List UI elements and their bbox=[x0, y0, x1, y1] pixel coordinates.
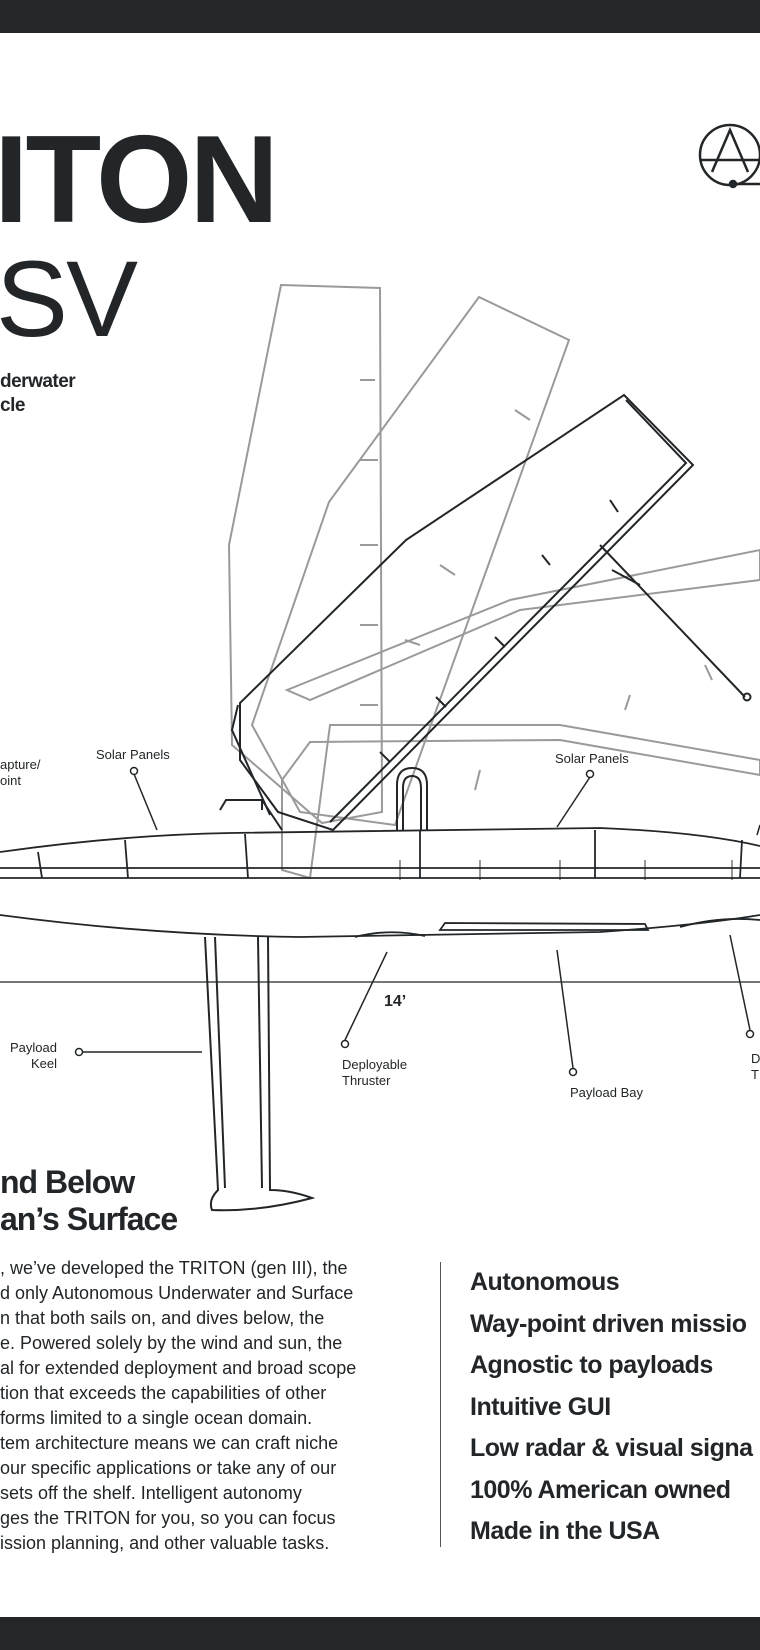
body-line: ges the TRITON for you, so you can focus bbox=[0, 1508, 336, 1528]
feature-item: Agnostic to payloads bbox=[470, 1351, 713, 1379]
body-line: tem architecture means we can craft nich… bbox=[0, 1433, 339, 1453]
hull-outline bbox=[0, 827, 760, 938]
body-line: d only Autonomous Underwater and Surface bbox=[0, 1283, 354, 1303]
feature-item: Autonomous bbox=[470, 1268, 620, 1296]
headline-line: nd Below bbox=[0, 1164, 135, 1200]
label-payload-keel: Payload Keel bbox=[0, 1040, 57, 1072]
label-line: oint bbox=[0, 773, 21, 788]
label-line: apture/ bbox=[0, 757, 41, 772]
feature-item: Intuitive GUI bbox=[470, 1392, 611, 1421]
label-solar-panels-right: Solar Panels bbox=[555, 751, 629, 766]
feature-item: 100% American owned bbox=[470, 1475, 731, 1504]
sail-ghost-outlines bbox=[227, 283, 760, 880]
page-title: ITON bbox=[0, 111, 279, 249]
label-capture-point: apture/ oint bbox=[0, 757, 40, 789]
label-payload-bay: Payload Bay bbox=[570, 1085, 643, 1100]
page-subtitle: SV bbox=[0, 238, 138, 359]
label-right-edge: D T bbox=[751, 1051, 760, 1083]
body-line: , we’ve developed the TRITON (gen III), … bbox=[0, 1258, 348, 1278]
headline-line: an’s Surface bbox=[0, 1201, 178, 1237]
feature-item: Way-point driven missio bbox=[470, 1309, 747, 1338]
bottom-band bbox=[0, 1617, 760, 1650]
label-line: D bbox=[751, 1051, 760, 1066]
body-line: forms limited to a single ocean domain. bbox=[0, 1408, 313, 1428]
label-line: Thruster bbox=[342, 1073, 391, 1088]
body-line: e. Powered solely by the wind and sun, t… bbox=[0, 1333, 343, 1353]
feature-list: Autonomous Way-point driven missio Agnos… bbox=[470, 1262, 753, 1553]
label-line: Deployable bbox=[342, 1057, 408, 1072]
compass-a-logo-icon bbox=[698, 123, 760, 189]
label-solar-panels-left: Solar Panels bbox=[96, 747, 170, 762]
feature-item: Made in the USA bbox=[470, 1517, 660, 1545]
tagline-line: derwater bbox=[0, 371, 76, 392]
section-headline: nd Below an’s Surface bbox=[0, 1164, 178, 1238]
label-line: Payload bbox=[10, 1040, 57, 1055]
feature-item: Low radar & visual signa bbox=[470, 1434, 753, 1462]
main-sail bbox=[230, 393, 752, 832]
body-line: ission planning, and other valuable task… bbox=[0, 1533, 330, 1553]
column-divider bbox=[440, 1262, 441, 1547]
label-deployable-thruster: Deployable Thruster bbox=[342, 1057, 407, 1089]
body-line: sets off the shelf. Intelligent autonomy bbox=[0, 1483, 302, 1503]
callout-leaders bbox=[74, 766, 760, 1077]
payload-keel bbox=[204, 936, 316, 1212]
label-line: T bbox=[751, 1067, 759, 1082]
tagline: derwater cle bbox=[0, 370, 76, 418]
tagline-line: cle bbox=[0, 395, 25, 416]
label-length: 14’ bbox=[384, 993, 407, 1010]
body-line: our specific applications or take any of… bbox=[0, 1458, 337, 1478]
body-paragraph: , we’ve developed the TRITON (gen III), … bbox=[0, 1256, 430, 1556]
label-line: Keel bbox=[30, 1056, 57, 1071]
body-line: n that both sails on, and dives below, t… bbox=[0, 1308, 325, 1328]
mast-arch bbox=[219, 766, 428, 831]
body-line: tion that exceeds the capabilities of ot… bbox=[0, 1383, 327, 1403]
body-line: al for extended deployment and broad sco… bbox=[0, 1358, 357, 1378]
top-band bbox=[0, 0, 760, 33]
